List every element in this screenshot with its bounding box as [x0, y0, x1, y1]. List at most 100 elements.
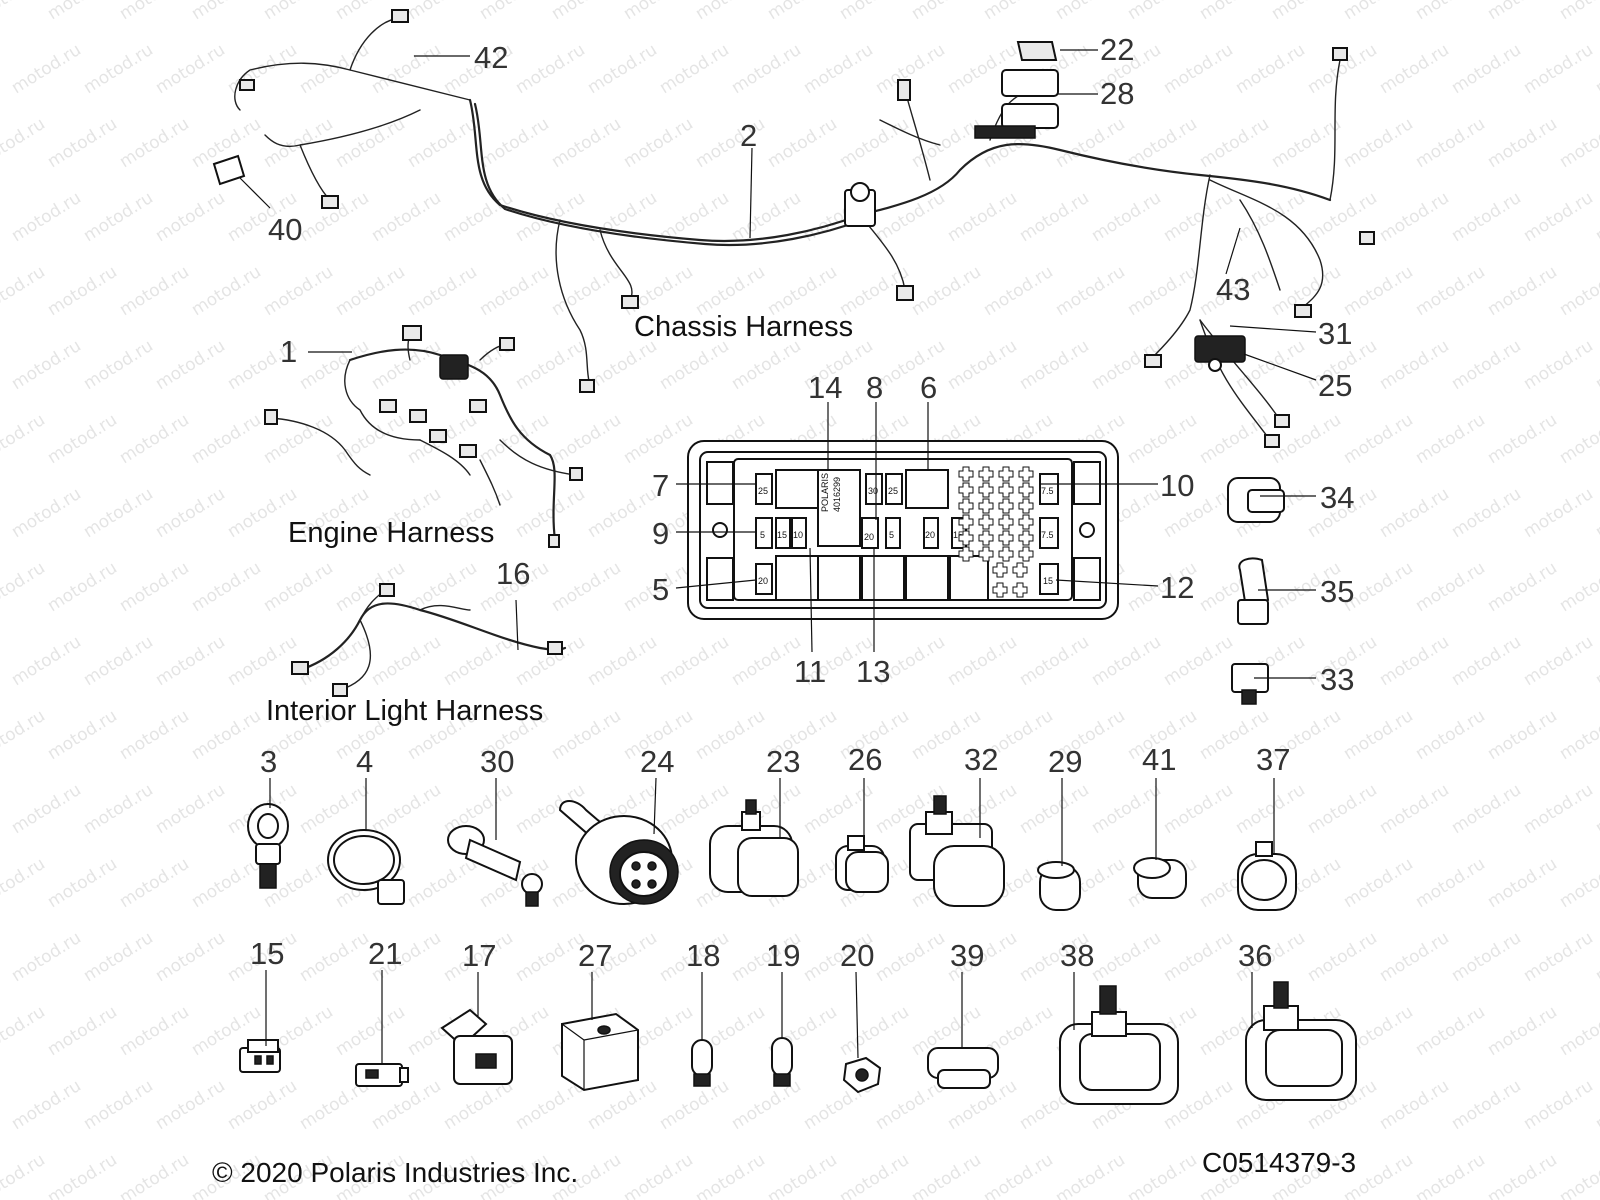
watermark-text: motod.ru	[80, 40, 157, 98]
watermark-text: motod.ru	[152, 780, 229, 838]
watermark-text: motod.ru	[0, 1150, 49, 1200]
watermark-text: motod.ru	[296, 40, 373, 98]
watermark-text: motod.ru	[1268, 0, 1345, 24]
terminal-slot	[958, 482, 974, 498]
terminal-slot	[958, 530, 974, 546]
watermark-text: motod.ru	[1340, 854, 1417, 912]
watermark-text: motod.ru	[872, 1076, 949, 1134]
part-20-nut	[842, 1056, 882, 1094]
watermark-text: motod.ru	[872, 928, 949, 986]
watermark-text: motod.ru	[1088, 632, 1165, 690]
watermark-text: motod.ru	[512, 632, 589, 690]
watermark-text: motod.ru	[1124, 410, 1201, 468]
watermark-text: motod.ru	[8, 780, 85, 838]
callout-1: 1	[280, 334, 297, 369]
watermark-text: motod.ru	[1556, 0, 1600, 24]
callout-26: 26	[848, 742, 882, 777]
fastener-33	[1231, 663, 1269, 705]
watermark-text: motod.ru	[1160, 780, 1237, 838]
engine-connectors	[379, 354, 487, 458]
terminal-slot	[998, 466, 1014, 482]
watermark-text: motod.ru	[80, 484, 157, 542]
watermark-text: motod.ru	[1376, 336, 1453, 394]
watermark-text: motod.ru	[728, 1076, 805, 1134]
callout-40: 40	[268, 212, 302, 247]
watermark-text: motod.ru	[1232, 40, 1309, 98]
callout-42: 42	[474, 40, 508, 75]
watermark-text: motod.ru	[44, 114, 121, 172]
fuse-5: 5	[760, 530, 765, 540]
terminal-slot	[1012, 582, 1028, 598]
terminal-slot	[978, 482, 994, 498]
watermark-text: motod.ru	[584, 336, 661, 394]
watermark-text: motod.ru	[80, 928, 157, 986]
callout-4: 4	[356, 744, 373, 779]
part-3-ring-clip	[247, 803, 289, 889]
watermark-text: motod.ru	[836, 1002, 913, 1060]
part-41-plug	[1133, 857, 1187, 899]
terminal-slot	[1018, 530, 1034, 546]
callout-14: 14	[808, 370, 842, 405]
part-32-connector	[909, 795, 1005, 907]
watermark-text: motod.ru	[1592, 40, 1600, 98]
watermark-text: motod.ru	[44, 706, 121, 764]
part-24-round-connector	[558, 800, 679, 905]
watermark-text: motod.ru	[1088, 780, 1165, 838]
watermark-text: motod.ru	[404, 854, 481, 912]
part-4-cable-tie	[327, 829, 405, 905]
callout-21: 21	[368, 936, 402, 971]
watermark-text: motod.ru	[116, 262, 193, 320]
callout-23: 23	[766, 744, 800, 779]
callout-39: 39	[950, 938, 984, 973]
watermark-text: motod.ru	[0, 262, 49, 320]
terminal-slot	[978, 498, 994, 514]
callout-13: 13	[856, 654, 890, 689]
callout-35: 35	[1320, 574, 1354, 609]
watermark-text: motod.ru	[188, 558, 265, 616]
fuse-row-bottom: 20 15	[755, 563, 1059, 595]
chassis-harness	[212, 9, 1375, 448]
interior-light-harness	[291, 583, 567, 697]
watermark-text: motod.ru	[188, 854, 265, 912]
callout-9: 9	[652, 516, 669, 551]
part-17-fuse-holder	[440, 1008, 513, 1085]
watermark-text: motod.ru	[692, 0, 769, 24]
terminal-slot	[1018, 514, 1034, 530]
callout-10: 10	[1160, 468, 1194, 503]
callout-16: 16	[496, 556, 530, 591]
watermark-text: motod.ru	[908, 1150, 985, 1200]
watermark-text: motod.ru	[1412, 558, 1489, 616]
watermark-text: motod.ru	[548, 706, 625, 764]
watermark-text: motod.ru	[404, 114, 481, 172]
watermark-text: motod.ru	[368, 780, 445, 838]
callout-25: 25	[1318, 368, 1352, 403]
watermark-text: motod.ru	[1520, 484, 1597, 542]
watermark-text: motod.ru	[116, 0, 193, 24]
watermark-text: motod.ru	[1340, 114, 1417, 172]
watermark-text: motod.ru	[512, 336, 589, 394]
watermark-text: motod.ru	[152, 1076, 229, 1134]
watermark-text: motod.ru	[1520, 632, 1597, 690]
watermark-text: motod.ru	[1376, 40, 1453, 98]
callout-37: 37	[1256, 742, 1290, 777]
watermark-text: motod.ru	[548, 410, 625, 468]
watermark-text: motod.ru	[1196, 0, 1273, 24]
watermark-text: motod.ru	[1448, 1076, 1525, 1134]
watermark-text: motod.ru	[332, 410, 409, 468]
watermark-text: motod.ru	[152, 336, 229, 394]
watermark-text: motod.ru	[8, 928, 85, 986]
watermark-text: motod.ru	[224, 632, 301, 690]
watermark-text: motod.ru	[908, 0, 985, 24]
watermark-text: motod.ru	[1448, 40, 1525, 98]
terminal-slot	[958, 466, 974, 482]
watermark-text: motod.ru	[368, 188, 445, 246]
watermark-text: motod.ru	[1556, 1150, 1600, 1200]
terminal-slot	[978, 546, 994, 562]
watermark-text: motod.ru	[1160, 632, 1237, 690]
watermark-text: motod.ru	[980, 0, 1057, 24]
watermark-text: motod.ru	[1412, 0, 1489, 24]
watermark-text: motod.ru	[1592, 632, 1600, 690]
watermark-text: motod.ru	[80, 336, 157, 394]
watermark-text: motod.ru	[800, 780, 877, 838]
